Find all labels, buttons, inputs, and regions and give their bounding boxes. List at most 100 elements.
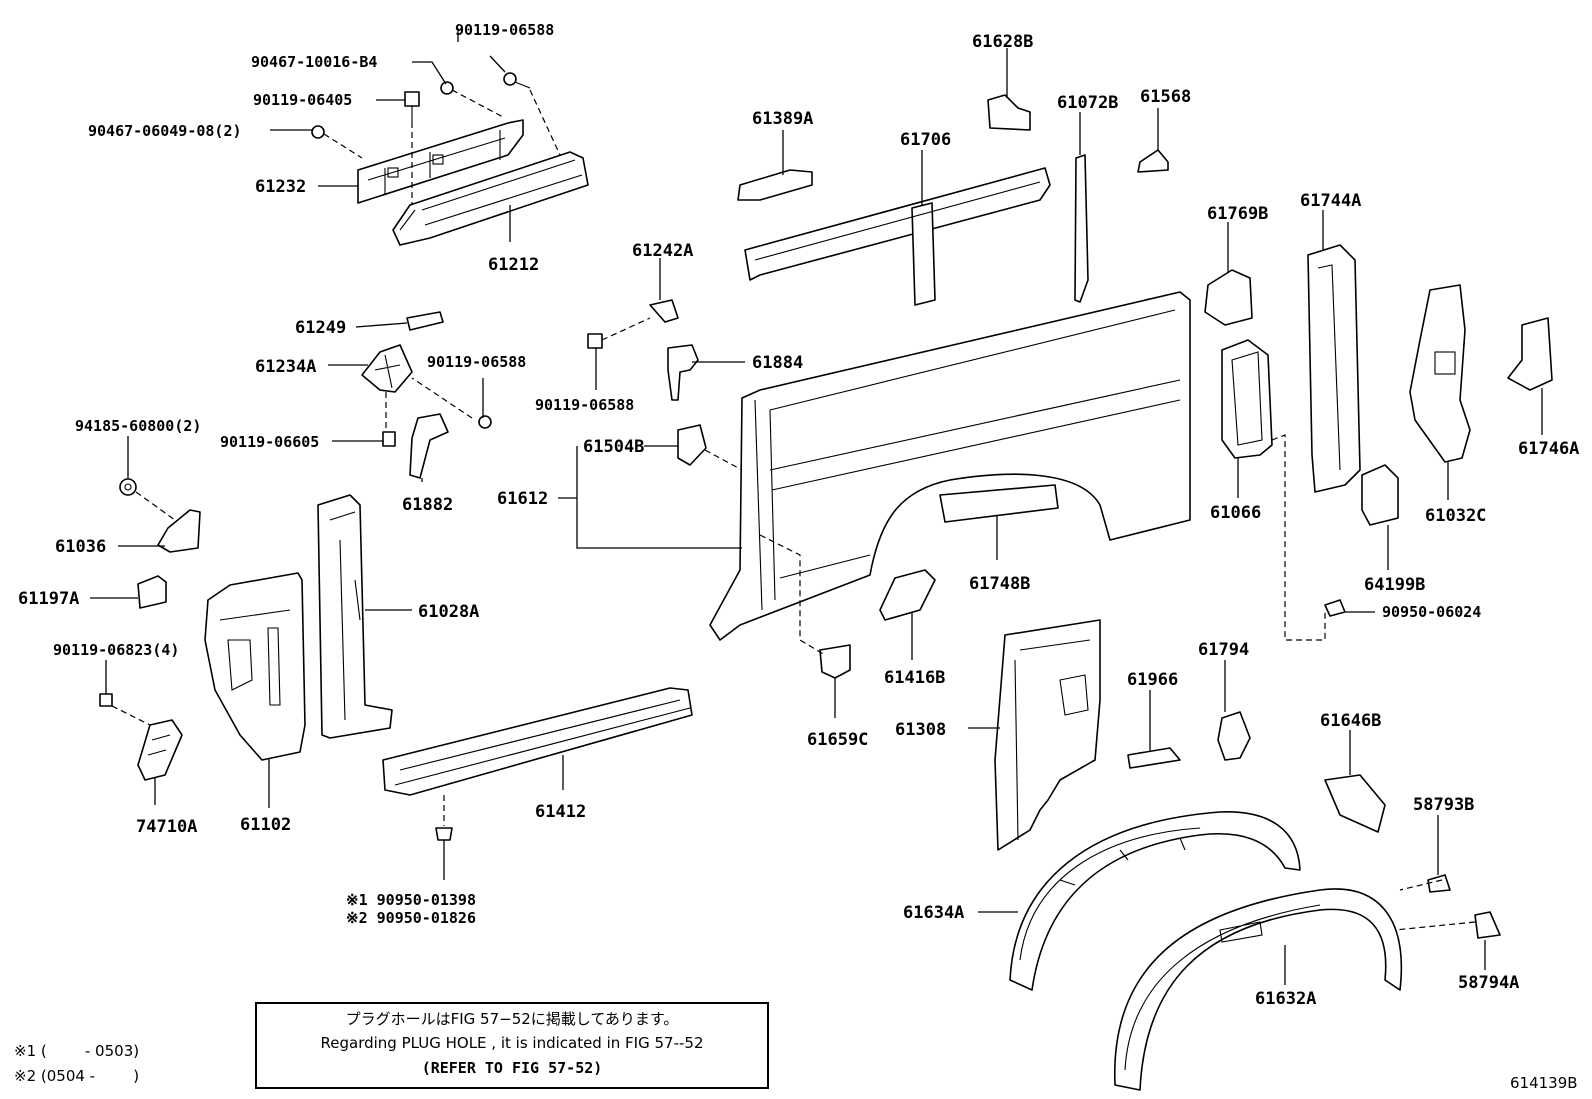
label-61628B: 61628B (972, 32, 1033, 52)
part-61744A (1307, 244, 1361, 493)
label-90119-06588-mid: 90119-06588 (427, 353, 526, 371)
label-61234A: 61234A (255, 357, 316, 377)
fastener-90119-06588-top (503, 72, 531, 89)
part-61232 (357, 119, 524, 204)
part-61659C (819, 644, 851, 679)
part-61628B (987, 94, 1031, 131)
label-61794: 61794 (1198, 640, 1249, 660)
part-61706 (744, 167, 1051, 306)
label-58794A: 58794A (1458, 973, 1519, 993)
label-58793B: 58793B (1413, 795, 1474, 815)
label-61646B: 61646B (1320, 711, 1381, 731)
note-box: プラグホールはFIG 57−52に掲載してあります。 Regarding PLU… (255, 1002, 769, 1089)
label-61744A: 61744A (1300, 191, 1361, 211)
part-64199B (1361, 464, 1399, 526)
part-61072B (1074, 154, 1089, 303)
leader-lines (90, 28, 1543, 985)
part-61966 (1127, 747, 1181, 769)
part-61028A (317, 494, 393, 739)
part-61036 (157, 509, 201, 553)
label-61416B: 61416B (884, 668, 945, 688)
label-90950-06024: 90950-06024 (1382, 603, 1481, 621)
part-61066 (1221, 339, 1273, 459)
fastener-90119-06588-mid (478, 415, 492, 429)
label-61412: 61412 (535, 802, 586, 822)
part-61769B (1204, 269, 1253, 326)
label-61242A: 61242A (632, 241, 693, 261)
label-61032C: 61032C (1425, 506, 1486, 526)
label-61504B: 61504B (583, 437, 644, 457)
label-61568: 61568 (1140, 87, 1191, 107)
part-61612 (709, 291, 1191, 641)
label-90119-06605: 90119-06605 (220, 433, 319, 451)
fastener-90119-06588-low (587, 333, 603, 349)
part-58794A (1474, 911, 1501, 939)
part-61632A (1114, 888, 1403, 1091)
part-74710A (137, 719, 183, 781)
fastener-90467-06049 (311, 125, 325, 139)
part-61308 (994, 619, 1101, 851)
part-61249 (406, 311, 444, 331)
label-90119-06823: 90119-06823(4) (53, 641, 179, 659)
fastener-90119-06605 (382, 431, 396, 447)
footnotes: ※1 ( - 0503) ※2 (0504 - ) (14, 1042, 139, 1085)
part-61412 (382, 687, 693, 796)
label-90467-06049-08: 90467-06049-08(2) (88, 122, 242, 140)
part-58793B (1427, 874, 1451, 893)
part-61746A (1507, 317, 1553, 391)
label-61634A: 61634A (903, 903, 964, 923)
part-61794 (1217, 711, 1251, 761)
label-90119-06405: 90119-06405 (253, 91, 352, 109)
part-61032C (1409, 284, 1471, 463)
label-61102: 61102 (240, 815, 291, 835)
part-61646B (1324, 774, 1386, 833)
part-61504B (677, 424, 707, 466)
label-61966: 61966 (1127, 670, 1178, 690)
part-61212 (392, 151, 589, 246)
label-61308: 61308 (895, 720, 946, 740)
label-61746A: 61746A (1518, 439, 1579, 459)
note-line-japanese: プラグホールはFIG 57−52に掲載してあります。 (346, 1010, 679, 1028)
part-61568 (1137, 149, 1169, 173)
label-90950-01398: ※1 90950-01398 (346, 891, 476, 909)
label-61659C: 61659C (807, 730, 868, 750)
footnote-1: ※1 ( - 0503) (14, 1042, 139, 1060)
label-61036: 61036 (55, 537, 106, 557)
part-labels: 90119-06588 90467-10016-B4 90119-06405 9… (18, 21, 1579, 1009)
label-61389A: 61389A (752, 109, 813, 129)
label-61884: 61884 (752, 353, 803, 373)
label-90119-06588-top: 90119-06588 (455, 21, 554, 39)
fastener-90467-10016 (440, 81, 454, 95)
note-line-english: Regarding PLUG HOLE , it is indicated in… (321, 1034, 704, 1052)
part-61102 (204, 572, 306, 761)
label-90467-10016-B4: 90467-10016-B4 (251, 53, 377, 71)
label-61066: 61066 (1210, 503, 1261, 523)
label-61748B: 61748B (969, 574, 1030, 594)
fastener-90119-06823 (99, 693, 113, 707)
part-61234A (361, 344, 413, 393)
label-61612: 61612 (497, 489, 548, 509)
part-61882 (409, 413, 449, 479)
label-61197A: 61197A (18, 589, 79, 609)
label-61249: 61249 (295, 318, 346, 338)
label-61028A: 61028A (418, 602, 479, 622)
label-61769B: 61769B (1207, 204, 1268, 224)
nut-94185 (119, 478, 137, 496)
label-90950-01826: ※2 90950-01826 (346, 909, 476, 927)
label-61072B: 61072B (1057, 93, 1118, 113)
label-90119-06588-low: 90119-06588 (535, 396, 634, 414)
part-61389A (737, 169, 813, 201)
note-line-refer: (REFER TO FIG 57-52) (422, 1059, 603, 1077)
dashed-connectors (111, 89, 1476, 931)
label-61632A: 61632A (1255, 989, 1316, 1009)
label-61882: 61882 (402, 495, 453, 515)
part-61242A (649, 299, 679, 323)
plug-90950-01398 (435, 827, 453, 841)
part-61416B (879, 569, 936, 621)
label-61232: 61232 (255, 177, 306, 197)
label-61212: 61212 (488, 255, 539, 275)
label-61706: 61706 (900, 130, 951, 150)
label-74710A: 74710A (136, 817, 197, 837)
plug-90950-06024 (1324, 599, 1346, 617)
part-61634A (1009, 811, 1301, 991)
